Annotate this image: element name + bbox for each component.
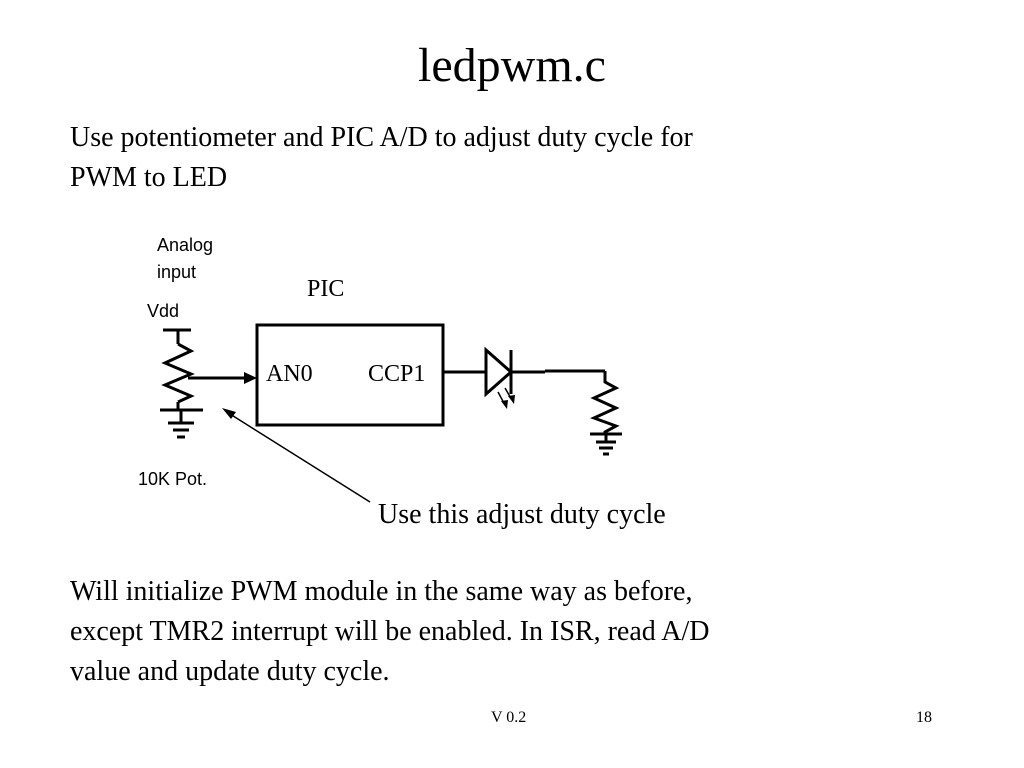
- resistor-ground-symbol: [590, 432, 622, 456]
- ccp1-label: CCP1: [368, 361, 426, 387]
- intro-paragraph: Use potentiometer and PIC A/D to adjust …: [70, 118, 890, 198]
- analog-label-line: Analog: [157, 235, 214, 255]
- pic-label: PIC: [307, 276, 345, 302]
- slide-title: ledpwm.c: [418, 39, 606, 92]
- pot-label: 10K Pot.: [138, 469, 208, 489]
- vdd-label: Vdd: [147, 301, 180, 321]
- body-line: except TMR2 interrupt will be enabled. I…: [70, 616, 710, 647]
- intro-line: Use potentiometer and PIC A/D to adjust …: [70, 122, 693, 153]
- body-line: Will initialize PWM module in the same w…: [70, 576, 693, 607]
- led-symbol: [484, 346, 515, 409]
- callout-text: Use this adjust duty cycle: [378, 499, 666, 530]
- body-paragraph: Will initialize PWM module in the same w…: [70, 572, 890, 692]
- body-line: value and update duty cycle.: [70, 656, 390, 687]
- wiper-wire: [188, 372, 257, 384]
- pic-chip-box: [255, 323, 445, 427]
- footer-version: V 0.2: [491, 709, 527, 726]
- callout-pointer: [222, 408, 371, 503]
- resistor-symbol: [590, 371, 620, 434]
- an0-label: AN0: [266, 361, 313, 387]
- intro-line: PWM to LED: [70, 162, 228, 193]
- potentiometer-symbol: [160, 328, 203, 412]
- analog-label-line: input: [157, 262, 197, 282]
- analog-input-label: Analog input: [157, 232, 213, 286]
- footer-page-number: 18: [916, 709, 932, 726]
- pot-ground-symbol: [168, 410, 194, 439]
